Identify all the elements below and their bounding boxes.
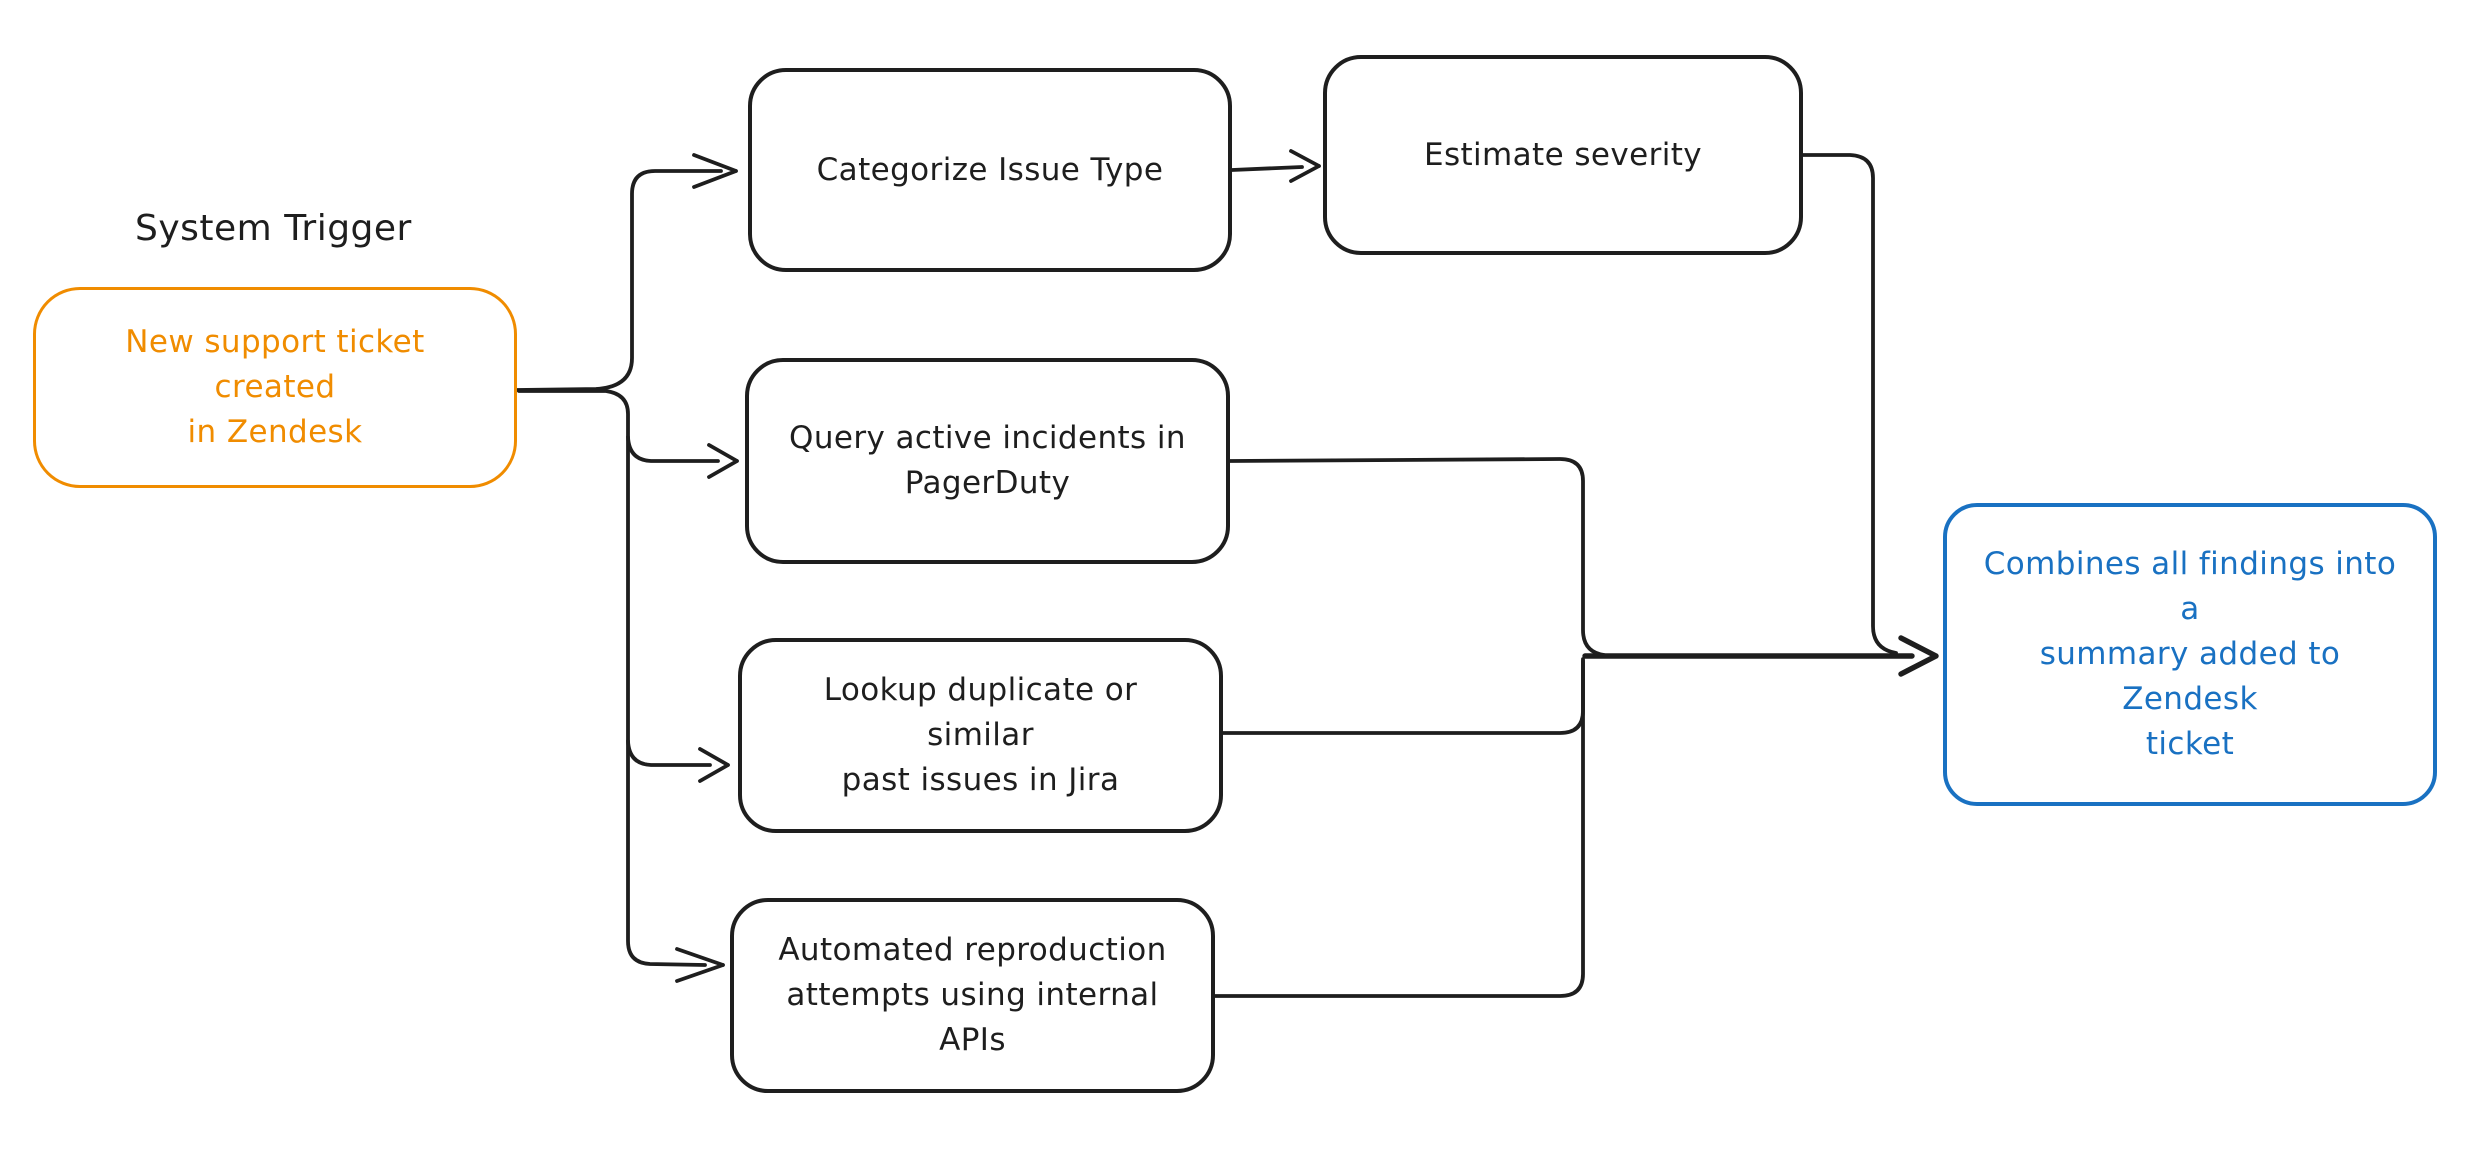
edge-trigger-auto-repro-arrowhead [675,947,725,983]
edge-estimate-summary [1801,153,1898,655]
node-lookup-jira-text: Lookup duplicate or similar past issues … [823,672,1138,798]
node-combine-summary-text: Combines all findings into a summary add… [1983,546,2397,762]
node-categorize-issue-type: Categorize Issue Type [748,68,1232,272]
edge-collector-summary-arrowhead [1898,635,1939,677]
edge-categorize-estimate [1230,165,1304,172]
node-lookup-jira: Lookup duplicate or similar past issues … [738,638,1223,833]
node-query-pagerduty-text: Query active incidents in PagerDuty [789,420,1186,501]
node-estimate-severity-text: Estimate severity [1423,136,1703,173]
edge-categorize-estimate-arrowhead [1289,149,1321,183]
edge-trigger-categorize [515,169,723,392]
node-trigger-zendesk-ticket-text: New support ticket created in Zendesk [125,324,425,450]
node-trigger-zendesk-ticket: New support ticket created in Zendesk [33,287,517,488]
node-automated-reproduction-text: Automated reproduction attempts using in… [778,932,1167,1058]
edge-trigger-jira [626,739,712,767]
node-query-pagerduty: Query active incidents in PagerDuty [745,358,1230,564]
edge-auto-repro-summary [1213,659,1585,998]
edge-trigger-categorize-arrowhead [692,153,738,189]
edge-trigger-pagerduty-arrowhead [707,443,739,479]
node-categorize-issue-type-text: Categorize Issue Type [816,151,1164,188]
edge-trigger-pagerduty [626,435,720,463]
node-estimate-severity: Estimate severity [1323,55,1803,255]
system-trigger-label: System Trigger [135,208,412,249]
edge-trigger-jira-arrowhead [698,747,730,783]
node-automated-reproduction: Automated reproduction attempts using in… [730,898,1215,1093]
node-combine-summary: Combines all findings into a summary add… [1943,503,2437,806]
edge-trigger-auto-repro [517,389,707,967]
edge-jira-summary [1221,657,1585,735]
edge-pagerduty-summary [1228,457,1606,657]
